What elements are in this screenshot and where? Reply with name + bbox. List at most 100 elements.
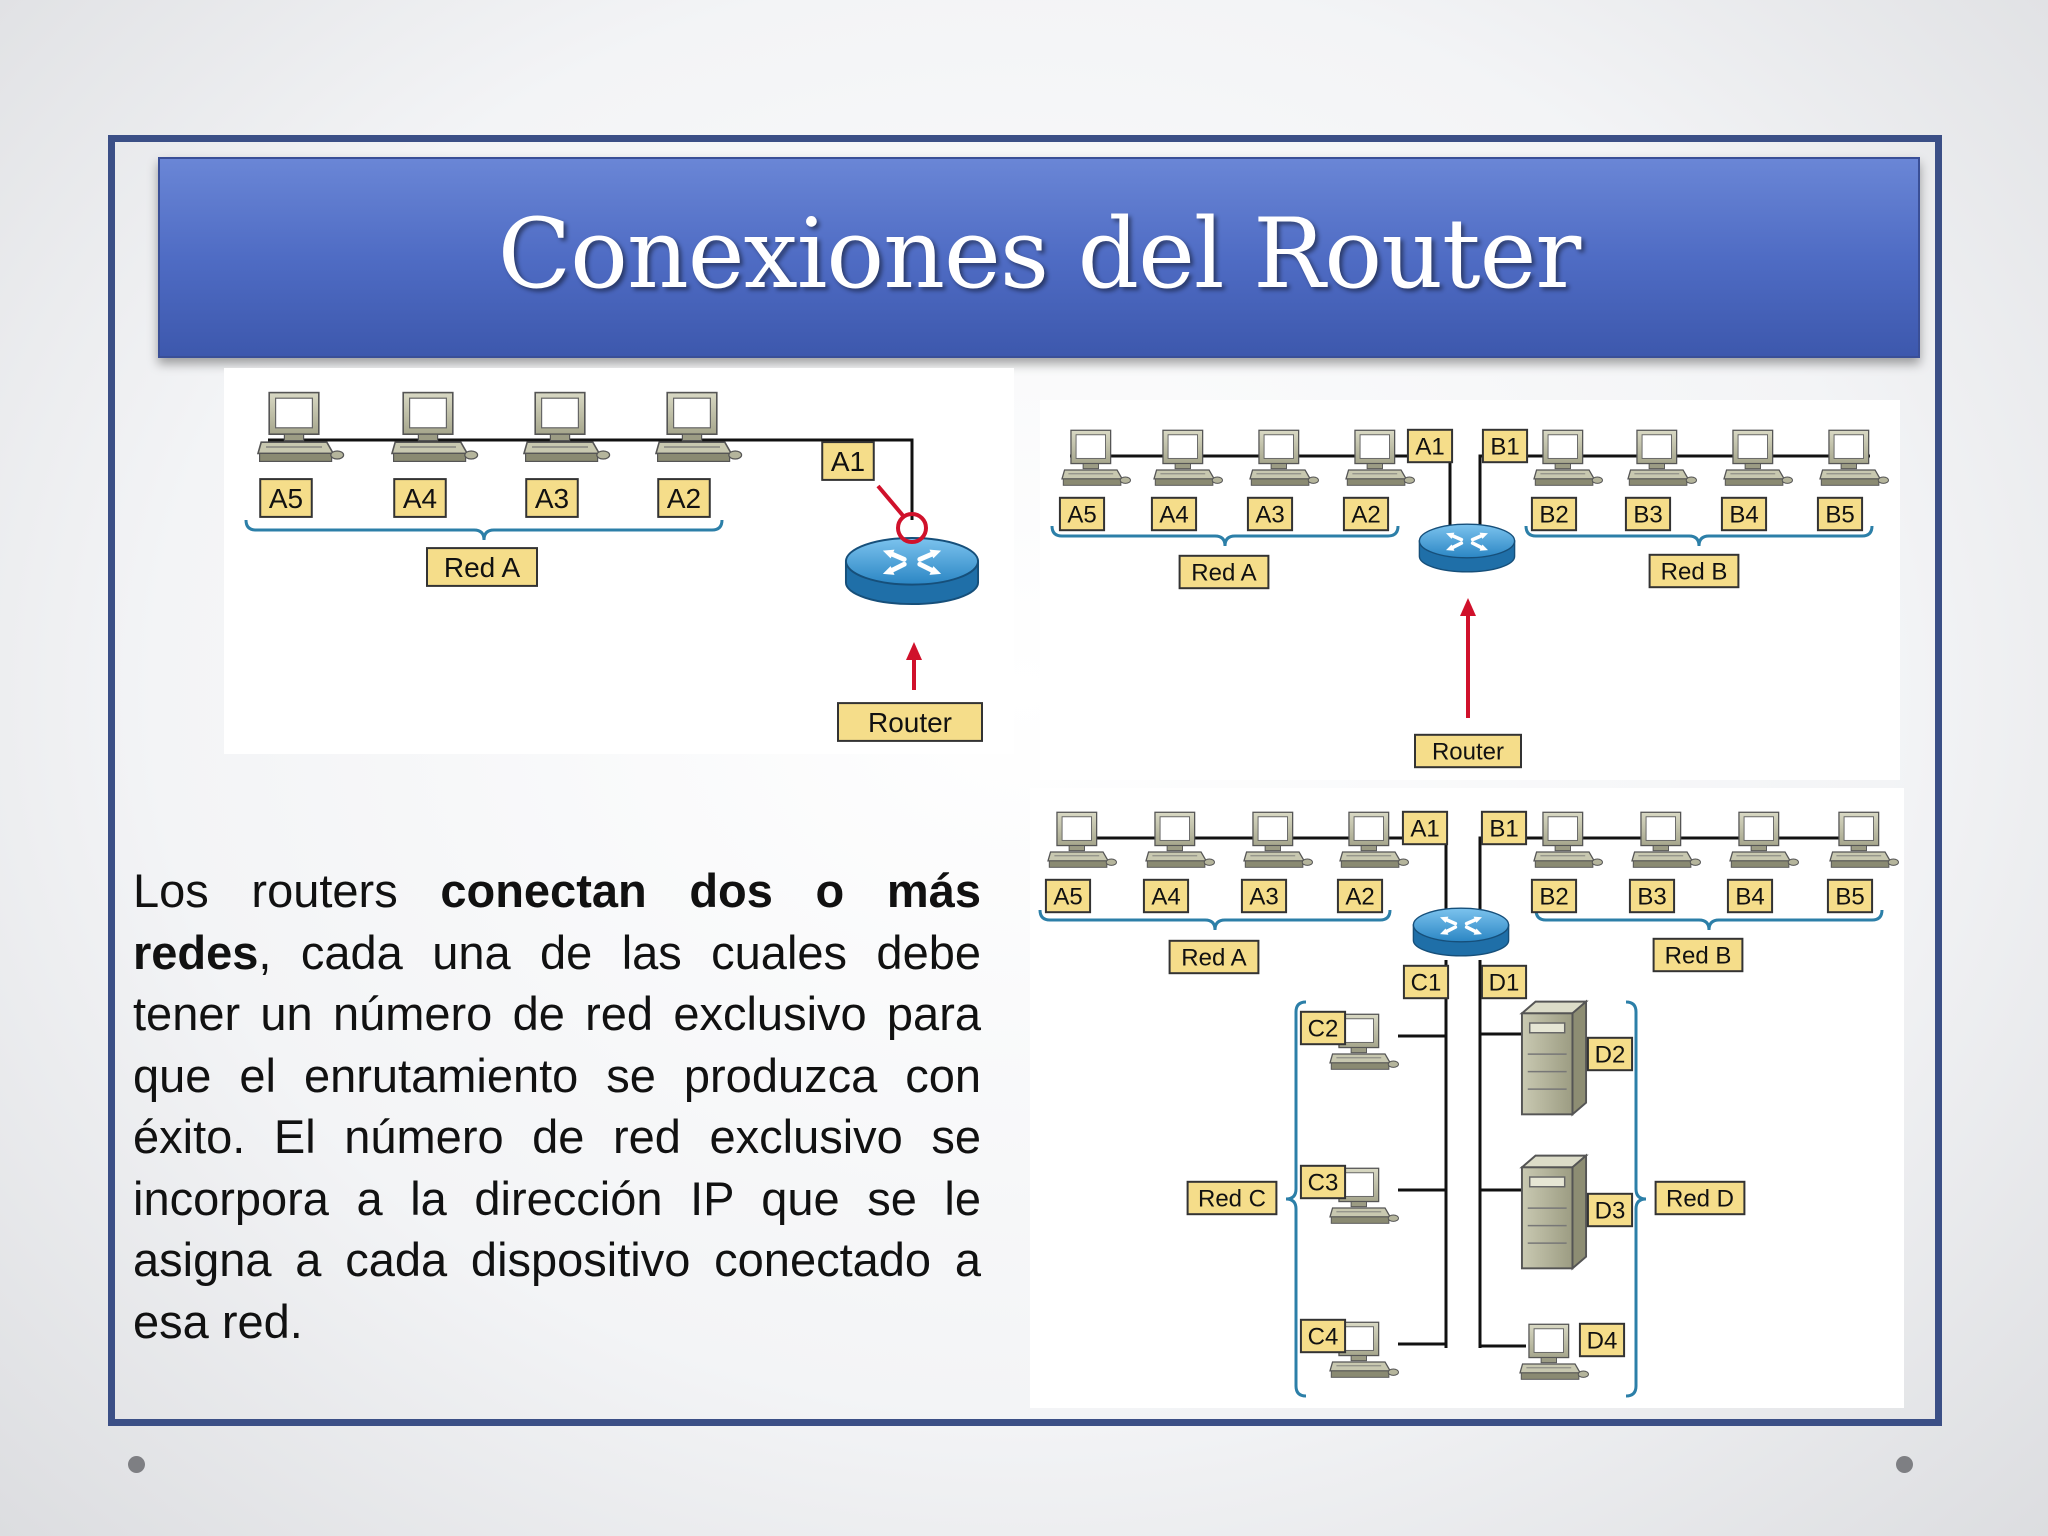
d2-router-arrow — [1460, 598, 1476, 718]
svg-text:Red B: Red B — [1661, 559, 1728, 586]
svg-text:C4: C4 — [1308, 1324, 1339, 1351]
d2-pc-b-4 — [1819, 429, 1890, 487]
svg-text:C1: C1 — [1411, 970, 1442, 997]
d1-pc-1 — [257, 391, 345, 463]
svg-text:B4: B4 — [1729, 502, 1758, 529]
svg-text:Red D: Red D — [1666, 1186, 1734, 1213]
d3-pc-a-4 — [1339, 811, 1410, 869]
d3-host-b-label-3: B4 — [1726, 878, 1774, 914]
title-bar: Conexiones del Router — [158, 157, 1920, 358]
d3-network-a-bracket — [1038, 909, 1392, 931]
d2-pc-a-1 — [1061, 429, 1132, 487]
d3-network-b-label: Red B — [1652, 937, 1744, 973]
d3-host-c-label-1: C2 — [1299, 1010, 1347, 1046]
svg-text:Red C: Red C — [1198, 1186, 1266, 1213]
paragraph-text-1: Los routers — [133, 864, 441, 917]
d3-host-b-label-4: B5 — [1826, 878, 1874, 914]
d3-pc-a-3 — [1243, 811, 1314, 869]
d1-host-label-2: A4 — [393, 478, 447, 518]
d2-router-label: Router — [1414, 733, 1522, 769]
d3-pc-b-2 — [1631, 811, 1702, 869]
svg-text:A1: A1 — [1410, 816, 1439, 843]
svg-text:B3: B3 — [1633, 502, 1662, 529]
svg-text:D3: D3 — [1595, 1198, 1626, 1225]
slide-title: Conexiones del Router — [497, 197, 1582, 310]
svg-text:Router: Router — [868, 707, 952, 738]
d1-host-label-1: A5 — [259, 478, 313, 518]
d2-port-a-label: A1 — [1406, 428, 1454, 464]
d1-network-bracket — [244, 519, 724, 541]
svg-text:B5: B5 — [1835, 884, 1864, 911]
svg-text:A4: A4 — [1151, 884, 1180, 911]
d2-host-a-label-3: A3 — [1246, 496, 1294, 532]
svg-text:A3: A3 — [1255, 502, 1284, 529]
svg-text:B2: B2 — [1539, 884, 1568, 911]
d1-pc-3 — [523, 391, 611, 463]
d3-pc-d4 — [1519, 1323, 1590, 1381]
d3-port-a-label: A1 — [1401, 810, 1449, 846]
d3-network-d-bracket — [1625, 1000, 1647, 1398]
d2-network-b-bracket — [1524, 525, 1874, 547]
svg-text:D2: D2 — [1595, 1042, 1626, 1069]
svg-text:A5: A5 — [269, 483, 303, 514]
d3-port-c-label: C1 — [1402, 964, 1450, 1000]
d2-host-a-label-4: A2 — [1342, 496, 1390, 532]
d1-router — [846, 538, 978, 604]
svg-text:B5: B5 — [1825, 502, 1854, 529]
d3-host-d-label-1: D2 — [1586, 1036, 1634, 1072]
d1-lan-line — [268, 438, 914, 520]
body-paragraph: Los routers conectan dos o más redes, ca… — [133, 860, 981, 1352]
d2-pc-a-2 — [1153, 429, 1224, 487]
d2-host-b-label-1: B2 — [1530, 496, 1578, 532]
d3-host-a-label-2: A4 — [1142, 878, 1190, 914]
d3-host-a-label-1: A5 — [1044, 878, 1092, 914]
d2-pc-b-1 — [1533, 429, 1604, 487]
d2-host-b-label-2: B3 — [1624, 496, 1672, 532]
d1-pc-4 — [655, 391, 743, 463]
d3-network-b-bracket — [1534, 909, 1884, 931]
d1-pc-2 — [391, 391, 479, 463]
d1-port-pointer — [876, 484, 907, 520]
d1-network-label: Red A — [426, 547, 538, 587]
d1-host-label-3: A3 — [525, 478, 579, 518]
d2-pc-b-3 — [1723, 429, 1794, 487]
svg-text:A2: A2 — [667, 483, 701, 514]
svg-text:B1: B1 — [1489, 816, 1518, 843]
d3-host-b-label-1: B2 — [1530, 878, 1578, 914]
d3-host-c-label-3: C4 — [1299, 1318, 1347, 1354]
svg-text:Red B: Red B — [1665, 943, 1732, 970]
d1-host-label-4: A2 — [657, 478, 711, 518]
d3-server-d3 — [1520, 1154, 1588, 1270]
d2-pc-a-3 — [1249, 429, 1320, 487]
svg-text:D1: D1 — [1489, 970, 1520, 997]
d2-network-a-bracket — [1050, 525, 1400, 547]
d3-host-d-label-2: D3 — [1586, 1192, 1634, 1228]
svg-text:C2: C2 — [1308, 1016, 1339, 1043]
svg-text:Router: Router — [1432, 739, 1504, 766]
d2-router — [1417, 522, 1517, 574]
paragraph-bold-text: conectan dos o más redes — [133, 864, 981, 979]
d2-host-b-label-3: B4 — [1720, 496, 1768, 532]
d2-pc-b-2 — [1627, 429, 1698, 487]
d3-port-b-label: B1 — [1480, 810, 1528, 846]
slide-frame — [108, 135, 1942, 1426]
d3-pc-b-4 — [1829, 811, 1900, 869]
svg-text:A5: A5 — [1053, 884, 1082, 911]
d3-host-d-label-3: D4 — [1578, 1322, 1626, 1358]
paragraph-text-2: , cada una de las cuales debe tener un n… — [133, 925, 981, 1348]
svg-text:B1: B1 — [1490, 434, 1519, 461]
svg-text:B4: B4 — [1735, 884, 1764, 911]
d3-port-d-label: D1 — [1480, 964, 1528, 1000]
d2-pc-a-4 — [1345, 429, 1416, 487]
svg-text:A2: A2 — [1345, 884, 1374, 911]
svg-text:A5: A5 — [1067, 502, 1096, 529]
d3-pc-b-1 — [1533, 811, 1604, 869]
d1-port-label: A1 — [821, 441, 875, 481]
svg-text:A4: A4 — [403, 483, 437, 514]
d3-router — [1411, 906, 1511, 958]
svg-text:B3: B3 — [1637, 884, 1666, 911]
svg-text:A3: A3 — [535, 483, 569, 514]
d2-network-a-label: Red A — [1178, 554, 1270, 590]
d3-network-c-label: Red C — [1186, 1180, 1278, 1216]
